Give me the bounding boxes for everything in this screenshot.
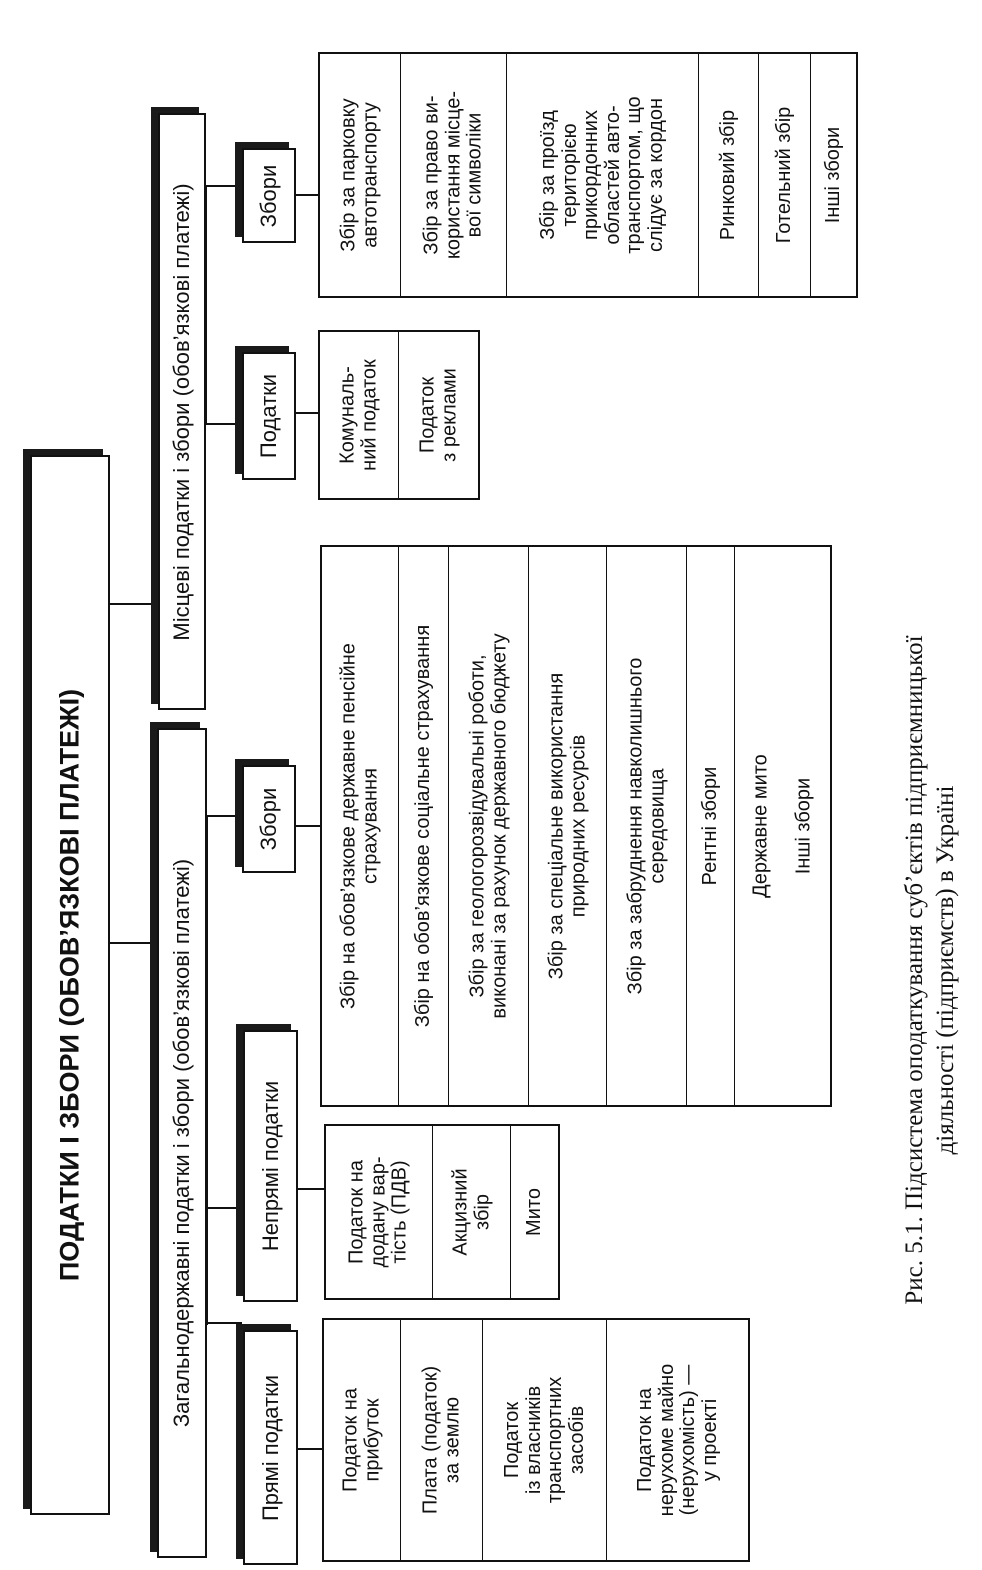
indirect-taxes-node: Непрямі податки (243, 1030, 298, 1302)
list-item: Збір за проїзд територією прикордонних о… (506, 54, 698, 296)
list-item: Рентні збори (686, 547, 734, 1105)
list-item: Збір на обов’язкове соціальне страхуванн… (398, 547, 448, 1105)
indirect-taxes-list: Податок на додану вар- тість (ПДВ) Акциз… (324, 1124, 560, 1300)
local-taxes-list: Комуналь- ний податок Податок з реклами (318, 330, 480, 500)
list-item: Інші збори (810, 54, 856, 296)
national-fees-list: Збір на обов’язкове державне пенсійне ст… (320, 545, 832, 1107)
connector-direct-list (298, 1448, 322, 1450)
local-fees-list: Збір за парковку автотранспорту Збір за … (318, 52, 858, 298)
national-title: Загальнодержавні податки і збори (обов’я… (169, 858, 195, 1428)
connector-national-direct (206, 1322, 242, 1324)
direct-taxes-list: Податок на прибуток Плата (податок) за з… (322, 1318, 750, 1562)
national-node: Загальнодержавні податки і збори (обов’я… (157, 728, 207, 1558)
connector-national-fees (206, 815, 242, 817)
list-item: Податок на нерухоме майно (нерухомість) … (606, 1320, 748, 1560)
direct-taxes-node: Прямі податки (243, 1330, 298, 1565)
list-item: Збір на обов’язкове державне пенсійне ст… (337, 643, 381, 1009)
connector-nfees-list (296, 825, 322, 827)
list-item: Збір за забруднення навколишнього середо… (606, 547, 686, 1105)
figure-caption-wrap: Рис. 5.1. Підсистема оподаткування суб’є… (880, 370, 980, 1570)
local-taxes-title: Податки (256, 373, 282, 459)
list-item: Мито (510, 1126, 558, 1298)
figure-caption: Рис. 5.1. Підсистема оподаткування суб’є… (900, 635, 959, 1305)
connector-local-fees (205, 185, 242, 187)
connector-lfees-list (296, 194, 318, 196)
list-item: Податок на прибуток (339, 1388, 383, 1492)
connector-root-local (108, 603, 158, 605)
list-item: Акцизний збір (432, 1126, 510, 1298)
list-item: Збір за парковку автотранспорту (337, 98, 381, 252)
local-title: Місцеві податки і збори (обов’язкові пла… (169, 182, 195, 641)
connector-national-indirect (206, 1207, 242, 1209)
direct-taxes-title: Прямі податки (257, 1374, 283, 1521)
list-item: Державне мито Інші збори (734, 547, 830, 1105)
national-fees-node: Збори (242, 765, 296, 873)
connector-root-national (108, 942, 156, 944)
root-node: ПОДАТКИ І ЗБОРИ (ОБОВ’ЯЗКОВІ ПЛАТЕЖІ) (30, 455, 110, 1515)
local-node: Місцеві податки і збори (обов’язкові пла… (158, 113, 206, 710)
root-title: ПОДАТКИ І ЗБОРИ (ОБОВ’ЯЗКОВІ ПЛАТЕЖІ) (54, 688, 85, 1282)
local-fees-node: Збори (242, 148, 296, 243)
local-taxes-node: Податки (242, 352, 296, 480)
list-item: Збір за спеціальне використання природни… (528, 547, 606, 1105)
list-item: Податок з реклами (398, 332, 478, 498)
list-item: Податок із власників транспортних засобі… (482, 1320, 606, 1560)
list-item: Збір за право ви- користання місце- вої … (400, 54, 506, 296)
list-item: Плата (податок) за землю (400, 1320, 482, 1560)
connector-local-spine (205, 185, 207, 425)
national-fees-title: Збори (256, 787, 282, 851)
list-item: Комуналь- ний податок (336, 359, 380, 471)
connector-national-spine-low (206, 815, 208, 1323)
connector-indirect-list (298, 1188, 324, 1190)
list-item: Ринковий збір (698, 54, 758, 296)
connector-local-taxes (205, 423, 242, 425)
list-item: Готельний збір (758, 54, 810, 296)
list-item: Збір за геологорозвідувальні роботи, вик… (448, 547, 528, 1105)
list-item: Податок на додану вар- тість (ПДВ) (345, 1156, 411, 1268)
connector-ltaxes-list (296, 412, 318, 414)
indirect-taxes-title: Непрямі податки (257, 1080, 283, 1252)
local-fees-title: Збори (256, 164, 282, 227)
